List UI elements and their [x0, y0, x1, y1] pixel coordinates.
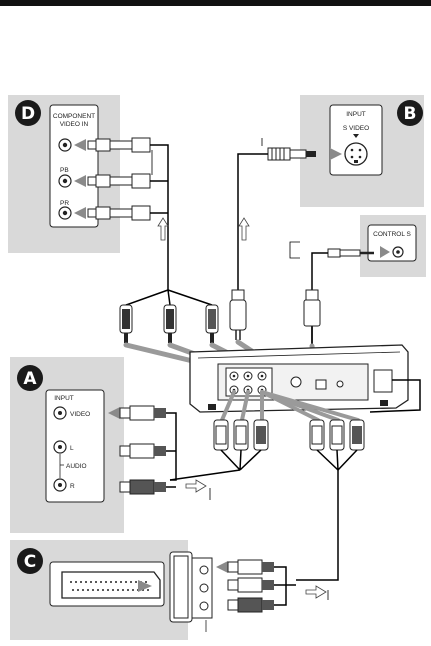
component-panel	[49, 104, 99, 228]
panel-control-s: CONTROL S	[360, 215, 426, 277]
av-plugs-right	[309, 419, 365, 451]
arrow-scart	[138, 580, 152, 592]
c-cables	[274, 566, 296, 606]
control-s-cable	[289, 241, 328, 290]
arrow-c-plug	[216, 561, 228, 573]
badge-c	[17, 548, 43, 574]
c-plugs	[227, 559, 274, 613]
dvd-unit	[189, 344, 421, 413]
arrow-svideo	[330, 148, 342, 160]
panel-a: A INPUT VIDEO L AUDIO R	[10, 357, 124, 533]
scart-socket	[61, 571, 161, 599]
a-input-title: INPUT	[54, 395, 74, 402]
jack-pr-label: PR	[60, 200, 69, 207]
arrow-y	[74, 139, 86, 151]
av-cables-under	[169, 449, 358, 600]
svideo-label: S VIDEO	[343, 125, 369, 132]
component-plugs-row	[119, 304, 219, 343]
a-r-label: R	[70, 483, 75, 490]
mini-plug-down	[303, 289, 321, 344]
panel-b: B INPUT S VIDEO	[300, 95, 424, 207]
a-video-label: VIDEO	[70, 411, 90, 418]
arrow-pr	[74, 207, 86, 219]
arrow-right-a	[185, 479, 207, 493]
arrow-up-component	[157, 217, 169, 241]
svideo-jack	[344, 142, 368, 166]
arrow-right-c	[305, 585, 327, 599]
badge-a-label: A	[23, 369, 37, 389]
badge-b-label: B	[404, 104, 417, 124]
badge-d-label: D	[21, 104, 35, 124]
arrow-up-svideo	[238, 217, 250, 241]
rca-plug-pr	[87, 205, 151, 221]
scart-adapter	[169, 551, 213, 632]
a-plugs	[119, 405, 166, 495]
badge-c-label: C	[24, 552, 36, 572]
svideo-plug	[267, 147, 316, 161]
svideo-plug-down	[229, 289, 247, 340]
av-plugs-left	[213, 419, 269, 451]
badge-a	[17, 365, 43, 391]
a-l-label: L	[70, 445, 74, 452]
rca-plug-y	[87, 137, 151, 153]
badge-d	[15, 100, 41, 126]
jack-pb-label: PB	[60, 167, 69, 174]
a-audio-label: AUDIO	[66, 463, 87, 470]
svideo-panel	[329, 104, 383, 176]
component-cable	[125, 144, 213, 306]
badge-b	[397, 100, 423, 126]
component-title-1: COMPONENT	[53, 113, 95, 120]
svideo-cable	[237, 138, 268, 290]
arrow-control-s	[380, 246, 390, 258]
audio-video-lines	[220, 390, 360, 422]
arrow-a-video	[108, 407, 120, 419]
component-title-2: VIDEO IN	[60, 121, 89, 128]
a-cables	[166, 412, 177, 488]
panel-d: D COMPONENT VIDEO IN Y PB PR	[8, 95, 151, 253]
arrow-pb	[74, 175, 86, 187]
svideo-input-title: INPUT	[346, 111, 366, 118]
control-s-label: CONTROL S	[373, 231, 411, 238]
panel-c: C	[10, 540, 188, 640]
header-bar	[0, 0, 431, 6]
